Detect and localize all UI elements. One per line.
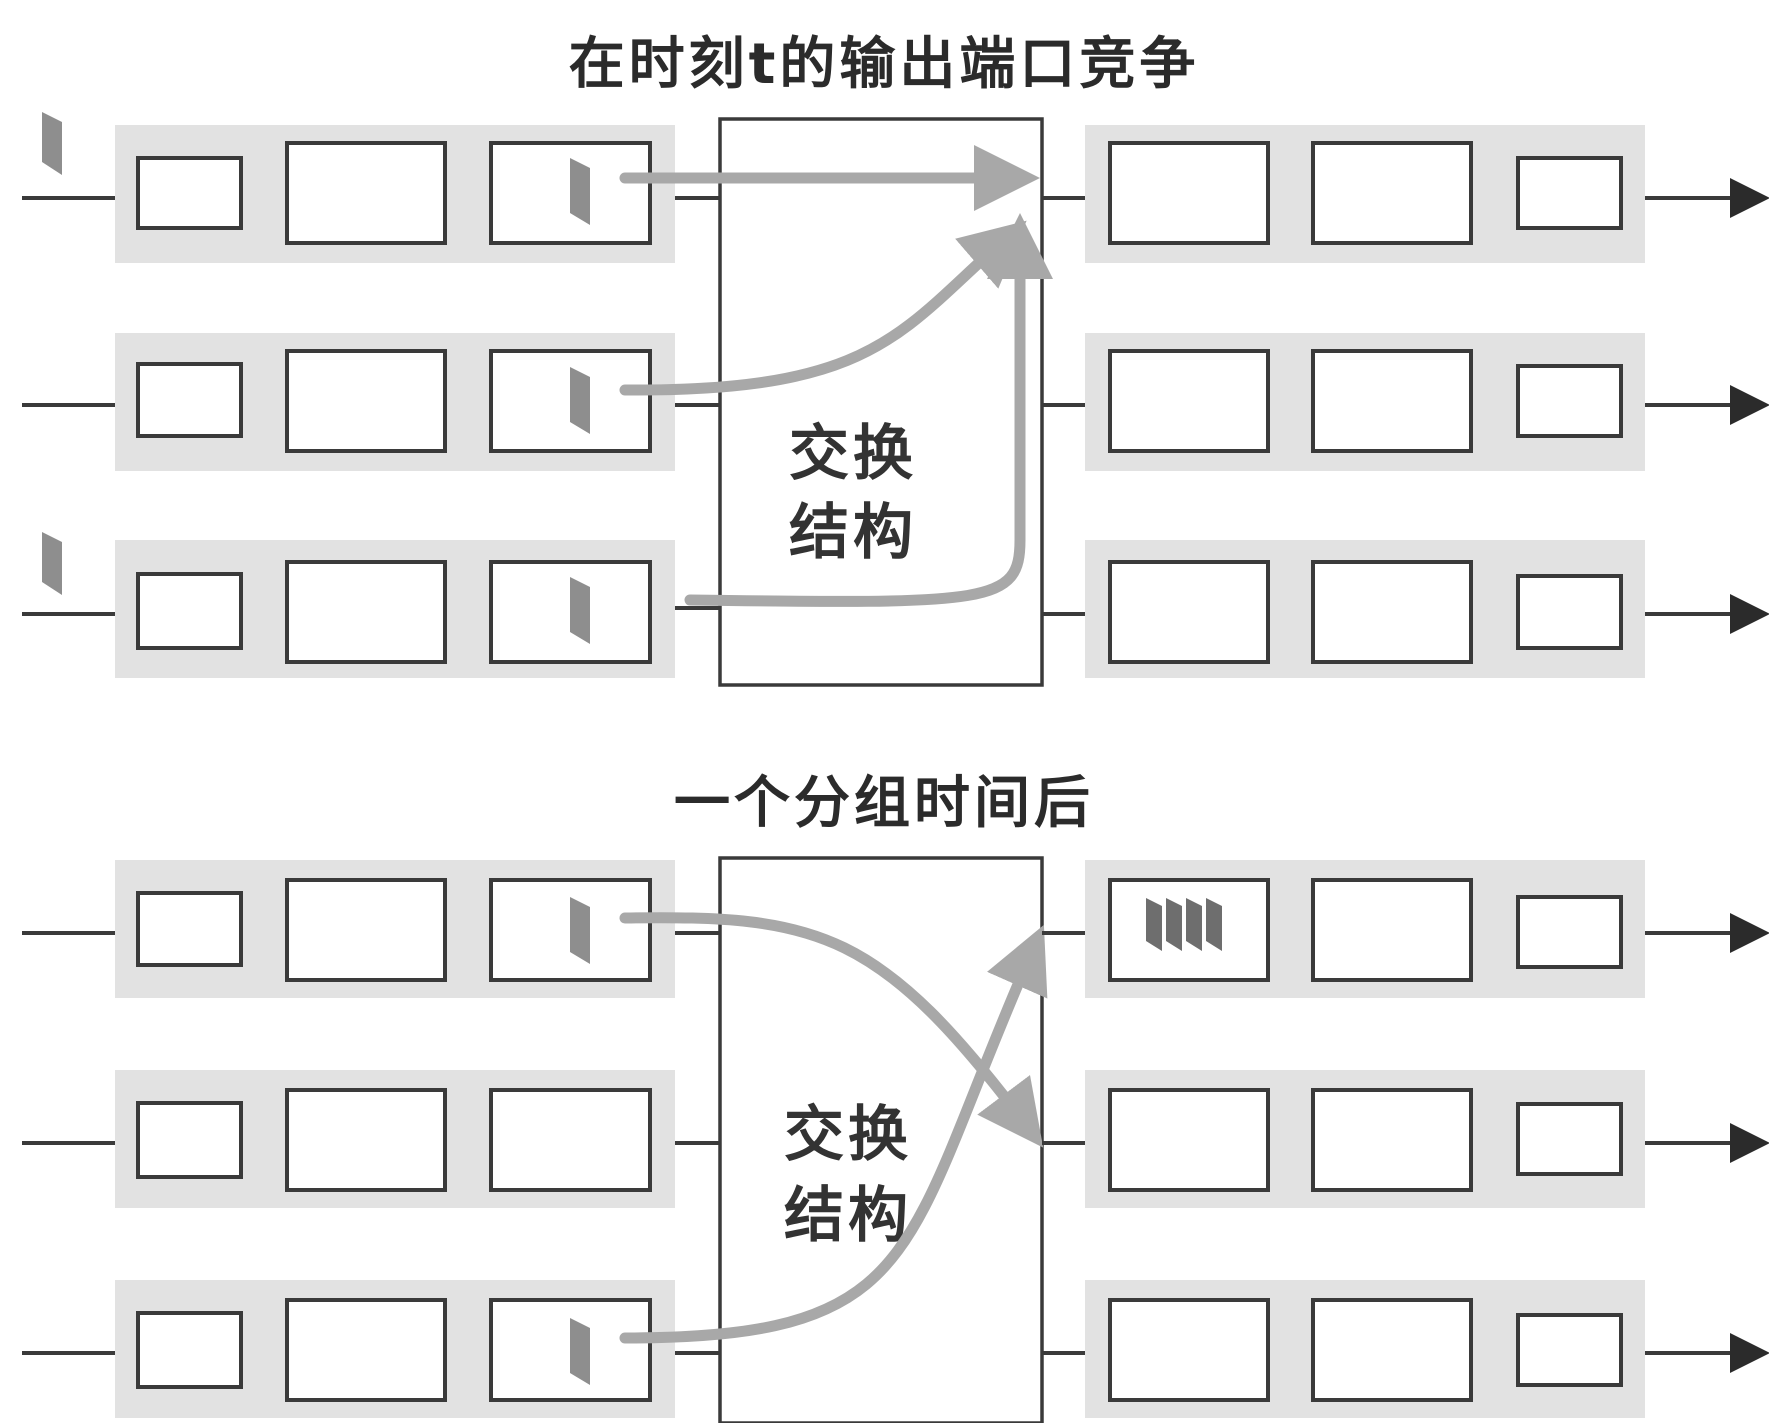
input-port-2 [22,333,720,471]
fabric-label-line2: 结构 [784,1181,912,1251]
input-port-2 [22,1070,720,1208]
queued-packet [1166,898,1182,951]
panel-title-top: 在时刻t的输出端口竞争 [569,32,1200,97]
output-port-1 [1042,125,1769,263]
switch-fabric-top: 交换 结构 [718,117,1044,687]
input-port-3 [22,532,720,678]
packet [570,577,590,644]
output-port-2 [1042,1070,1769,1208]
route-input3-to-output1 [619,924,1048,1344]
output-port-3 [1042,1280,1769,1418]
queued-packet [1186,898,1202,951]
input-port-1 [22,860,720,998]
fabric-label-line1: 交换 [784,1100,912,1170]
route-input2-to-output1 [619,220,1027,396]
panel-top: 在时刻t的输出端口竞争 [22,32,1769,687]
route-input3-to-output1 [684,213,1053,607]
input-port-1 [22,112,720,263]
panel-title-bottom: 一个分组时间后 [674,771,1094,836]
queued-packet [1206,898,1222,951]
fabric-label-line1: 交换 [789,419,917,489]
route-input1-to-output2 [619,912,1044,1148]
switch-fabric-bottom: 交换 结构 [718,856,1044,1423]
output-port-1 [1042,860,1769,998]
packet [570,1318,590,1385]
arriving-packet [42,532,62,595]
packet [570,158,590,225]
packet [570,367,590,434]
panel-bottom: 一个分组时间后 [22,771,1769,1423]
fabric-label-line2: 结构 [789,498,917,568]
input-port-3 [22,1280,720,1418]
queued-packet [1146,898,1162,951]
output-port-3 [1042,540,1769,678]
output-port-2 [1042,333,1769,471]
packet [570,897,590,964]
arriving-packet [42,112,62,175]
